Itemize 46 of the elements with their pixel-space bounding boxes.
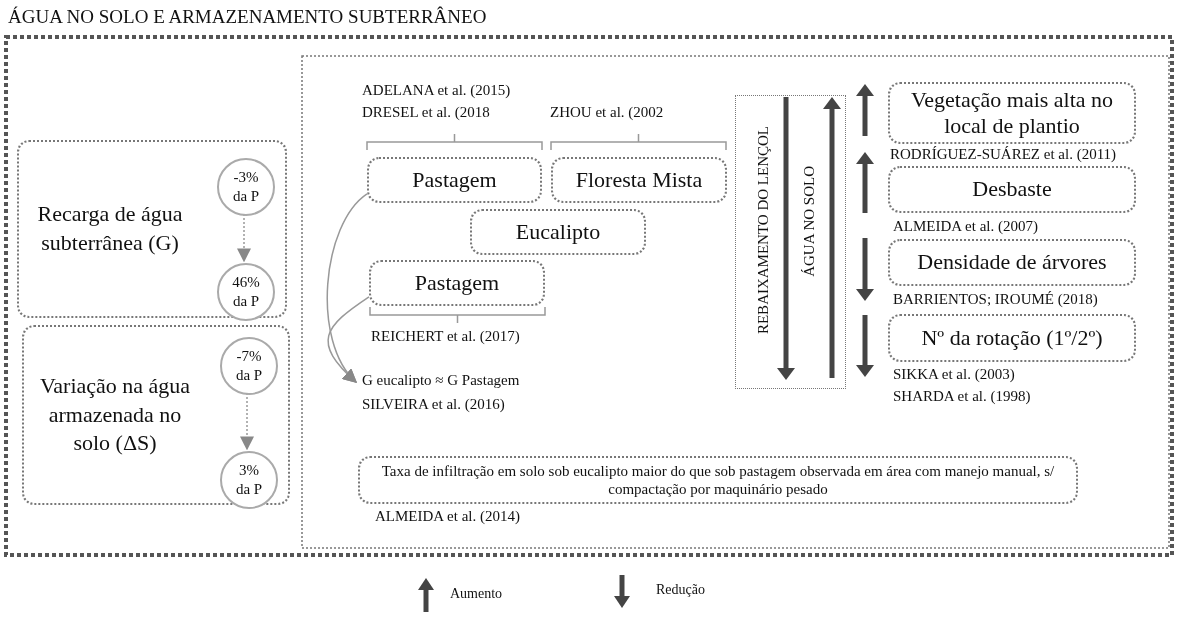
reference-text: REICHERT et al. (2017) <box>371 328 520 345</box>
reference-text: SILVEIRA et al. (2016) <box>362 396 505 413</box>
reference-text: SHARDA et al. (1998) <box>893 388 1031 405</box>
node-label: Eucalipto <box>514 218 602 246</box>
rounded-box <box>888 82 1136 144</box>
node-label: Desbaste <box>971 176 1053 203</box>
rounded-box <box>551 157 727 203</box>
circle-node <box>220 451 278 509</box>
circle-node <box>217 158 275 216</box>
node-label: Pastagem <box>411 166 498 194</box>
circle-node <box>217 263 275 321</box>
rounded-box <box>358 456 1078 504</box>
rounded-box <box>470 209 646 255</box>
node-label: 3% da P <box>234 461 264 499</box>
node-label: -7% da P <box>234 347 264 385</box>
reference-text: DRESEL et al. (2018 <box>362 104 490 121</box>
node-label: Pastagem <box>413 269 501 297</box>
arrow <box>327 296 370 383</box>
reference-text: SIKKA et al. (2003) <box>893 366 1015 383</box>
node-label: Vegetação mais alta no local de plantio <box>909 86 1115 140</box>
node-label: Floresta Mista <box>574 166 704 194</box>
reference-text: ADELANA et al. (2015) <box>362 82 511 99</box>
rounded-box <box>369 260 545 306</box>
title: ÁGUA NO SOLO E ARMAZENAMENTO SUBTERRÂNEO <box>8 6 487 28</box>
rounded-box <box>888 314 1136 362</box>
circle-node <box>220 337 278 395</box>
dotted-frame <box>735 95 846 389</box>
rounded-box <box>888 239 1136 286</box>
reference-text: ALMEIDA et al. (2007) <box>893 218 1038 235</box>
node-label: -3% da P <box>231 168 261 206</box>
node-label: 46% da P <box>231 273 261 311</box>
reference-text: BARRIENTOS; IROUMÉ (2018) <box>893 291 1098 308</box>
node-label: Recarga de água subterrânea (G) <box>36 200 184 257</box>
rounded-box <box>367 157 542 203</box>
reference-text: ALMEIDA et al. (2014) <box>375 508 520 525</box>
rounded-box <box>17 140 287 318</box>
node-label: Taxa de infiltração em solo sob eucalipto maior do que sob pastagem observada em área com manejo manual, s/ compactação por maquinário pesado <box>380 462 1056 498</box>
node-label: Nº da rotação (1º/2º) <box>920 324 1104 352</box>
legend-text: Redução <box>656 582 705 598</box>
reference-text: ZHOU et al. (2002 <box>550 104 664 121</box>
note-text: G eucalipto ≈ G Pastagem <box>362 372 520 389</box>
node-label: Densidade de árvores <box>916 249 1108 276</box>
node-label: Variação na água armazenada no solo (ΔS) <box>38 372 192 458</box>
rounded-box <box>888 166 1136 213</box>
legend-text: Aumento <box>450 586 503 602</box>
reference-text: RODRÍGUEZ-SUÁREZ et al. (2011) <box>890 146 1117 163</box>
